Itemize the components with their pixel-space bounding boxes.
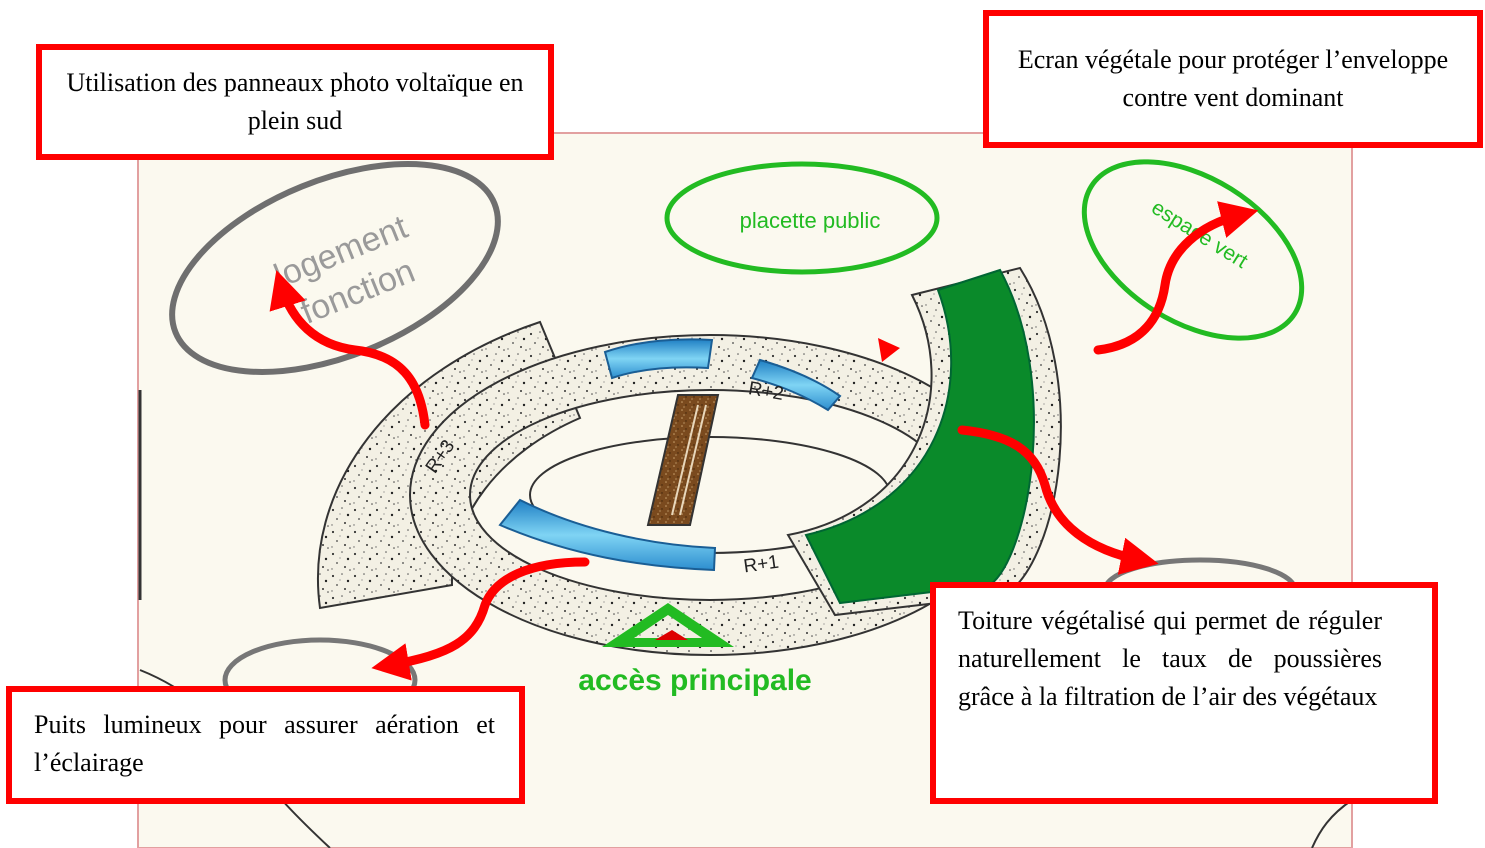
outline-sketch-right: [1311, 799, 1353, 848]
callout-skylight-text: Puits lumineux pour assurer aération et …: [34, 710, 495, 777]
corridor-line: [679, 404, 707, 516]
callout-vegetal-screen-text: Ecran végétale pour protéger l’enveloppe…: [1017, 45, 1449, 112]
floor-label-r1: R+1: [742, 552, 780, 578]
callout-vegetal-screen: Ecran végétale pour protéger l’enveloppe…: [983, 10, 1483, 148]
skylight-top-right: [750, 358, 842, 412]
arrow-pv: [269, 269, 430, 430]
skylight-top-left: [603, 338, 714, 380]
skylight-bottom: [498, 498, 717, 572]
main-access-label: accès principale: [578, 664, 811, 697]
arrow-puits: [371, 557, 590, 681]
building-ring: R+3 R+2 R+1: [317, 266, 1062, 656]
callout-photovoltaic: Utilisation des panneaux photo voltaïque…: [36, 44, 554, 160]
north-marker: [878, 338, 900, 362]
main-access: accès principale: [578, 603, 812, 697]
public-square-zone: placette public: [664, 161, 940, 275]
arrow-toiture: [957, 425, 1159, 575]
callout-green-roof: Toiture végétalisé qui permet de réguler…: [930, 582, 1438, 804]
green-roof-wing: [804, 268, 1035, 605]
callout-green-roof-text: Toiture végétalisé qui permet de réguler…: [958, 606, 1382, 711]
corridor-line: [671, 404, 699, 516]
callout-skylight: Puits lumineux pour assurer aération et …: [6, 686, 525, 804]
public-square-label: placette public: [740, 208, 881, 233]
arrow-ecran: [1093, 201, 1259, 355]
callout-photovoltaic-text: Utilisation des panneaux photo voltaïque…: [66, 68, 524, 135]
